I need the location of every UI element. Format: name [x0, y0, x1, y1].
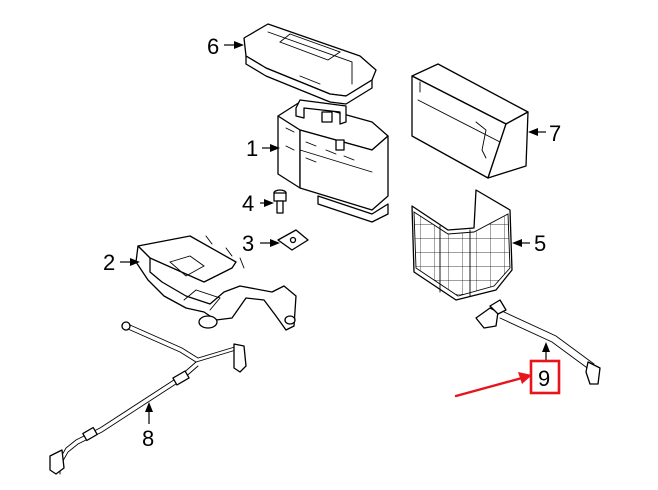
part-5-heat-shield — [411, 189, 513, 301]
highlight-marker — [454, 359, 561, 398]
callout-6: 6 — [207, 34, 219, 59]
part-1-battery — [277, 99, 389, 223]
callout-9: 9 — [538, 366, 550, 391]
part-9-positive-cable — [475, 299, 601, 385]
part-2-battery-tray — [135, 235, 297, 331]
callout-5: 5 — [534, 231, 546, 256]
leader-lines — [120, 41, 550, 424]
callout-4: 4 — [242, 191, 254, 216]
callout-8: 8 — [142, 426, 154, 451]
callout-3: 3 — [242, 231, 254, 256]
part-8-negative-cable — [49, 321, 247, 475]
callout-2: 2 — [103, 250, 115, 275]
part-6-battery-cover — [243, 23, 377, 105]
callout-7: 7 — [549, 121, 561, 146]
callout-1: 1 — [246, 136, 258, 161]
part-3-clamp — [277, 229, 309, 251]
part-7-insulator-box — [411, 63, 529, 179]
highlight-box — [529, 359, 561, 395]
callout-labels: 6 1 7 4 3 5 2 9 8 — [103, 34, 561, 451]
part-4-bolt — [273, 189, 287, 214]
